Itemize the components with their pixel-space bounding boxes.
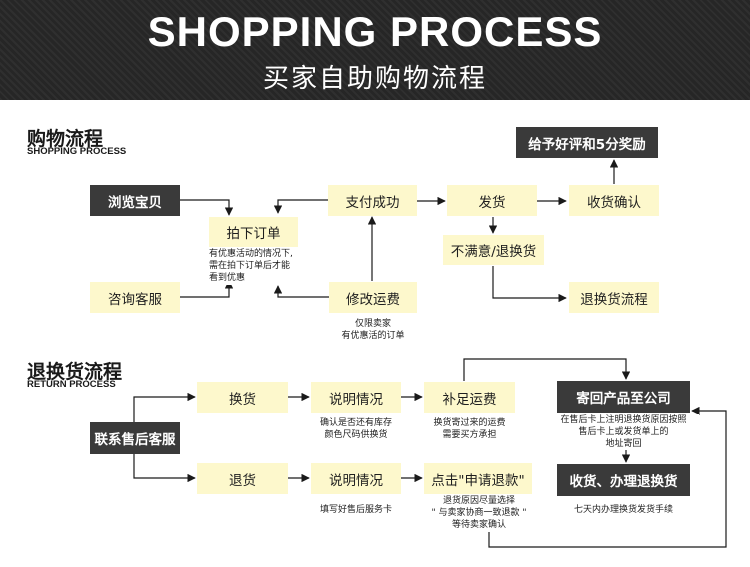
send-back-note: 在售后卡上注明退换货原因按照 售后卡上或发货单上的 地址寄回 [548,414,699,450]
unsatisfied-return-box: 不满意/退换货 [443,235,544,265]
modify-freight-note: 仅限卖家 有优惠活的订单 [325,316,421,344]
browse-items-box: 浏览宝贝 [90,185,180,216]
receive-process-box: 收货、办理退换货 [557,464,690,496]
explain-refund-note: 填写好售后服务卡 [308,498,404,522]
return-flow-box: 退换货流程 [569,282,659,313]
explain-exchange-note: 确认是否还有库存 颜色尺码供换货 [308,415,404,443]
refund-box: 退货 [197,463,288,494]
banner-title: SHOPPING PROCESS [147,8,603,55]
arrow-unhappy-returnflow [492,266,567,303]
place-order-note: 有优惠活动的情况下, 需在拍下订单后才能 看到优惠 [207,247,302,285]
apply-refund-note: 退货原因尽量选择 " 与卖家协商一致退款 " 等待卖家确认 [420,494,538,532]
arrow-contact-exchange [133,392,196,422]
return-section-title: 退换货流程 [27,361,123,383]
shopping-section-subtitle: SHOPPING PROCESS [27,146,127,157]
pay-freight-note: 换货寄过来的运费 需要买方承担 [421,415,518,443]
apply-refund-box: 点击"申请退款" [424,463,532,494]
header-banner: SHOPPING PROCESS 买家自助购物流程 [0,0,750,100]
shopping-section-title: 购物流程 [27,128,104,150]
payment-success-box: 支付成功 [328,185,417,216]
explain-situation-exchange-box: 说明情况 [311,382,401,413]
send-back-box: 寄回产品至公司 [557,381,690,413]
return-section-subtitle: RETURN PROCESS [27,379,116,390]
arrow-consult-order [180,280,234,298]
contact-aftersales-box: 联系售后客服 [90,422,180,454]
receipt-confirm-box: 收货确认 [569,185,659,216]
place-order-box: 拍下订单 [209,217,298,247]
explain-situation-refund-box: 说明情况 [311,463,401,494]
modify-freight-box: 修改运费 [329,282,417,313]
arrow-contact-refund [133,454,196,483]
arrow-freight-sendback [463,358,631,381]
shipping-box: 发货 [447,185,537,216]
receive-process-note: 七天内办理换货发货手续 [553,498,694,522]
review-reward-box: 给予好评和5分奖励 [516,127,658,158]
banner-subtitle: 买家自助购物流程 [262,64,487,94]
arrow-browse-order [180,199,234,216]
arrow-modify-order [273,285,329,298]
arrow-pay-order [273,199,328,214]
arrow-apply-sendback [488,406,727,548]
exchange-box: 换货 [197,382,288,413]
consult-service-box: 咨询客服 [90,282,180,313]
pay-freight-box: 补足运费 [424,382,515,413]
